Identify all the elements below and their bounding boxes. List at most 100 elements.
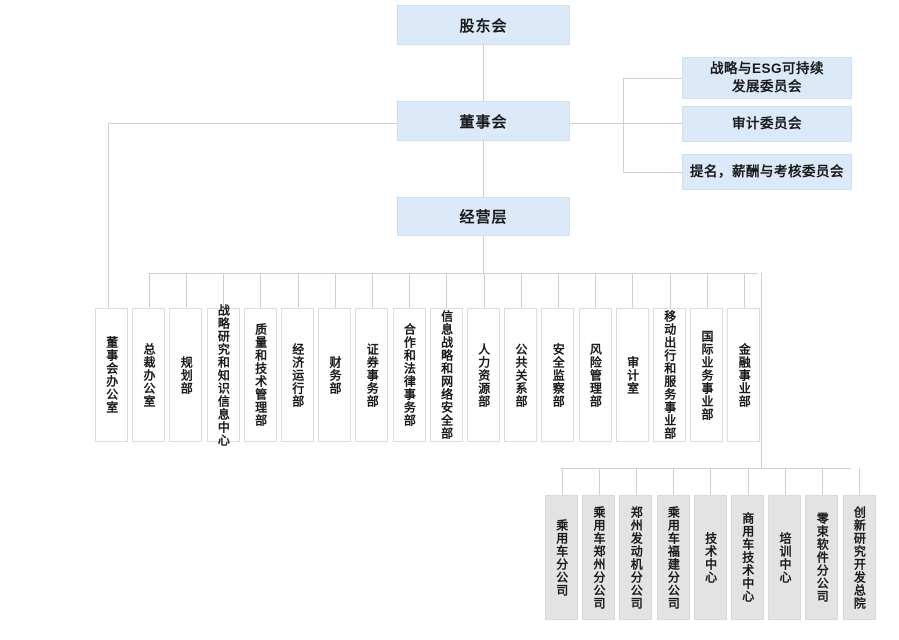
subsidiary-bus-line — [561, 468, 851, 469]
dropline-international — [707, 273, 708, 308]
node-department-international[interactable]: 国际业务事业部 — [690, 308, 724, 442]
connector-board-to-committees — [570, 123, 682, 124]
node-shareholders-label: 股东会 — [459, 17, 508, 35]
department-label: 董事会办公室 — [104, 336, 119, 414]
node-department-finance[interactable]: 财务部 — [318, 308, 352, 442]
node-subsidiary-innovation-institute[interactable]: 创新研究开发总院 — [842, 495, 876, 620]
node-management-label: 经营层 — [459, 209, 508, 226]
dropline-strategy-research — [223, 273, 224, 308]
subsidiary-label: 创新研究开发总院 — [852, 505, 867, 610]
node-department-hr[interactable]: 人力资源部 — [467, 308, 500, 442]
subsidiary-label: 乘用车分公司 — [554, 518, 569, 597]
node-committee-nomination[interactable]: 提名，薪酬与考核委员会 — [682, 154, 852, 190]
subsidiary-label: 商用车技术中心 — [740, 512, 755, 603]
node-department-securities[interactable]: 证券事务部 — [355, 308, 389, 442]
committee-strategy-esg-line1: 战略与ESG可持续 — [709, 60, 824, 76]
node-department-audit-office[interactable]: 审计室 — [615, 308, 649, 442]
subsidiary-label: 乘用车郑州分公司 — [591, 505, 606, 610]
department-label: 安全监察部 — [551, 342, 566, 408]
department-label: 战略研究和知识信息中心 — [216, 303, 231, 447]
department-label: 质量和技术管理部 — [253, 323, 268, 427]
node-department-cooperation-legal[interactable]: 合作和法律事务部 — [392, 308, 426, 442]
node-department-public-relations[interactable]: 公共关系部 — [504, 308, 538, 442]
department-label: 证券事务部 — [365, 342, 380, 408]
connector-shareholders-board — [483, 45, 484, 105]
node-department-president-office[interactable]: 总裁办公室 — [132, 308, 166, 442]
department-label: 财务部 — [327, 355, 342, 395]
department-label: 信息战略和网络安全部 — [439, 310, 454, 440]
node-committee-strategy-esg[interactable]: 战略与ESG可持续 发展委员会 — [682, 57, 852, 99]
department-label: 风险管理部 — [588, 342, 603, 408]
dropline-financial-bu — [744, 273, 745, 308]
node-department-info-strategy-security[interactable]: 信息战略和网络安全部 — [429, 308, 463, 442]
node-subsidiary-zhengzhou-engine[interactable]: 郑州发动机分公司 — [619, 495, 653, 620]
dropline-innovation-institute — [859, 468, 860, 495]
node-subsidiary-lingshu-software[interactable]: 零束软件分公司 — [805, 495, 839, 620]
node-subsidiary-passenger-vehicle[interactable]: 乘用车分公司 — [545, 495, 578, 620]
department-label: 移动出行和服务事业部 — [662, 310, 677, 440]
dropline-passenger-vehicle — [562, 468, 563, 495]
node-committee-audit[interactable]: 审计委员会 — [682, 106, 852, 142]
department-label: 国际业务事业部 — [699, 329, 714, 421]
node-subsidiary-tech-center[interactable]: 技术中心 — [693, 495, 727, 620]
node-department-mobility-service[interactable]: 移动出行和服务事业部 — [653, 308, 686, 442]
subsidiary-label: 培训中心 — [777, 531, 792, 584]
department-label: 人力资源部 — [476, 342, 491, 408]
department-bus-line — [148, 273, 758, 274]
dropline-securities — [372, 273, 373, 308]
department-label: 金融事业部 — [737, 342, 752, 408]
node-department-safety-supervision[interactable]: 安全监察部 — [541, 308, 575, 442]
department-label: 合作和法律事务部 — [402, 323, 417, 427]
connector-committee-strategy-stub — [623, 78, 682, 79]
dropline-risk-management — [595, 273, 596, 308]
subsidiary-label: 零束软件分公司 — [815, 512, 830, 603]
dropline-passenger-fujian — [673, 468, 674, 495]
node-department-economic-ops[interactable]: 经济运行部 — [281, 308, 314, 442]
committee-audit-label: 审计委员会 — [732, 115, 802, 131]
connector-subsidiary-trunk — [761, 273, 762, 468]
dropline-mobility-service — [670, 273, 671, 308]
dropline-economic-ops — [298, 273, 299, 308]
dropline-hr — [484, 273, 485, 308]
node-department-financial-bu[interactable]: 金融事业部 — [727, 308, 761, 442]
dropline-info-strategy-security — [446, 273, 447, 308]
dropline-zhengzhou-engine — [636, 468, 637, 495]
department-label: 经济运行部 — [290, 342, 305, 408]
department-label: 审计室 — [625, 355, 640, 395]
dropline-tech-center — [710, 468, 711, 495]
dropline-safety-supervision — [558, 273, 559, 308]
dropline-planning — [186, 273, 187, 308]
department-label: 规划部 — [179, 355, 194, 395]
connector-board-management — [483, 141, 484, 197]
node-subsidiary-training-center[interactable]: 培训中心 — [768, 495, 802, 620]
node-department-board-office[interactable]: 董事会办公室 — [95, 308, 128, 442]
dropline-president-office — [149, 273, 150, 308]
committee-strategy-esg-line2: 发展委员会 — [732, 79, 802, 94]
connector-management-dropline — [483, 236, 484, 273]
node-department-planning[interactable]: 规划部 — [169, 308, 203, 442]
node-board[interactable]: 董事会 — [397, 101, 570, 141]
subsidiary-label: 郑州发动机分公司 — [629, 505, 644, 610]
node-management[interactable]: 经营层 — [397, 197, 570, 236]
department-label: 总裁办公室 — [141, 342, 156, 408]
committee-nomination-label: 提名，薪酬与考核委员会 — [690, 163, 844, 179]
subsidiary-label: 技术中心 — [703, 531, 718, 584]
connector-committee-nomination-stub — [623, 172, 682, 173]
node-department-strategy-research[interactable]: 战略研究和知识信息中心 — [206, 304, 240, 447]
node-shareholders[interactable]: 股东会 — [397, 5, 570, 45]
dropline-quality-tech — [260, 273, 261, 308]
node-subsidiary-passenger-zhengzhou[interactable]: 乘用车郑州分公司 — [582, 495, 616, 620]
dropline-training-center — [785, 468, 786, 495]
node-department-quality-tech[interactable]: 质量和技术管理部 — [243, 308, 277, 442]
node-subsidiary-passenger-fujian[interactable]: 乘用车福建分公司 — [656, 495, 690, 620]
dropline-audit-office — [632, 273, 633, 308]
dropline-commercial-tech-center — [748, 468, 749, 495]
dropline-cooperation-legal — [409, 273, 410, 308]
dropline-passenger-zhengzhou — [599, 468, 600, 495]
node-department-risk-management[interactable]: 风险管理部 — [578, 308, 612, 442]
subsidiary-label: 乘用车福建分公司 — [666, 505, 681, 610]
node-subsidiary-commercial-tech-center[interactable]: 商用车技术中心 — [731, 495, 764, 620]
connector-board-office-drop — [108, 123, 109, 308]
department-label: 公共关系部 — [513, 342, 528, 408]
